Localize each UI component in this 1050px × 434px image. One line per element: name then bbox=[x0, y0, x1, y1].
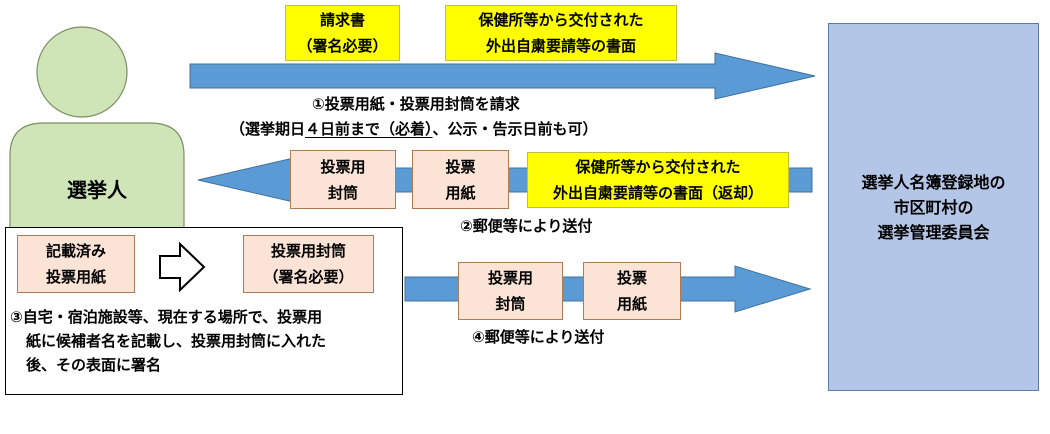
health-document-line: 外出自粛要請等の書面 bbox=[485, 37, 636, 55]
signed-envelope-label: （署名必要） bbox=[263, 268, 354, 286]
ballot-box-sent: 投票 用紙 bbox=[412, 150, 509, 209]
committee-line: 市区町村の bbox=[893, 197, 974, 217]
filled-ballot-box: 記載済み 投票用紙 bbox=[17, 235, 135, 293]
deadline-note: （選挙期日４日前まで（必着）、公示・告示日前も可） bbox=[230, 118, 598, 140]
envelope-label: 封筒 bbox=[327, 183, 358, 202]
filled-ballot-label: 記載済み bbox=[45, 242, 106, 260]
send-caption: ②郵便等により送付 bbox=[460, 217, 593, 235]
envelope-label: 投票用 bbox=[320, 157, 366, 176]
envelope-box-return: 投票用 封筒 bbox=[458, 262, 563, 320]
deadline-prefix: （選挙期日 bbox=[230, 120, 306, 138]
committee-line: 選挙管理委員会 bbox=[877, 222, 990, 242]
voter-label: 選挙人 bbox=[67, 178, 127, 202]
ballot-label: 投票 bbox=[616, 269, 647, 287]
health-document-line: 保健所等から交付された bbox=[478, 11, 644, 29]
health-document-box: 保健所等から交付された 外出自粛要請等の書面 bbox=[445, 5, 677, 61]
health-document-return-line: 保健所等から交付された bbox=[575, 158, 741, 176]
request-form-title: 請求書 bbox=[319, 11, 365, 29]
return-caption: ④郵便等により送付 bbox=[472, 328, 605, 346]
health-document-return-box: 保健所等から交付された 外出自粛要請等の書面（返却） bbox=[527, 152, 789, 208]
envelope-box-sent: 投票用 封筒 bbox=[290, 150, 396, 209]
committee-line: 選挙人名簿登録地の bbox=[861, 172, 1006, 192]
request-form-note: （署名必要） bbox=[297, 37, 388, 55]
hollow-right-arrow bbox=[159, 241, 206, 293]
signed-envelope-label: 投票用封筒 bbox=[270, 242, 346, 260]
filled-ballot-label: 投票用紙 bbox=[45, 268, 106, 286]
voter-action-description: ③自宅・宿泊施設等、現在する場所で、投票用 紙に候補者名を記載し、投票用封筒に入… bbox=[10, 305, 402, 377]
request-form-box: 請求書 （署名必要） bbox=[285, 5, 400, 61]
ballot-label: 用紙 bbox=[616, 295, 647, 313]
description-line: ③自宅・宿泊施設等、現在する場所で、投票用 bbox=[10, 308, 323, 326]
request-caption: ①投票用紙・投票用封筒を請求 bbox=[312, 95, 520, 113]
deadline-suffix: 、公示・告示日前も可） bbox=[432, 120, 598, 138]
envelope-label: 投票用 bbox=[487, 269, 533, 287]
envelope-label: 封筒 bbox=[495, 295, 526, 313]
description-line: 後、その表面に署名 bbox=[26, 356, 162, 374]
deadline-emphasis: ４日前まで（必着） bbox=[305, 120, 433, 138]
election-committee-box: 選挙人名簿登録地の 市区町村の 選挙管理委員会 bbox=[828, 23, 1039, 391]
ballot-box-return: 投票 用紙 bbox=[583, 262, 681, 320]
request-arrow bbox=[189, 52, 816, 100]
ballot-label: 投票 bbox=[445, 157, 476, 176]
signed-envelope-box: 投票用封筒 （署名必要） bbox=[243, 235, 374, 293]
ballot-label: 用紙 bbox=[445, 183, 476, 202]
health-document-return-line: 外出自粛要請等の書面（返却） bbox=[552, 184, 763, 202]
voter-body bbox=[9, 122, 185, 229]
description-line: 紙に候補者名を記載し、投票用封筒に入れた bbox=[26, 332, 327, 350]
voter-head bbox=[36, 26, 128, 118]
